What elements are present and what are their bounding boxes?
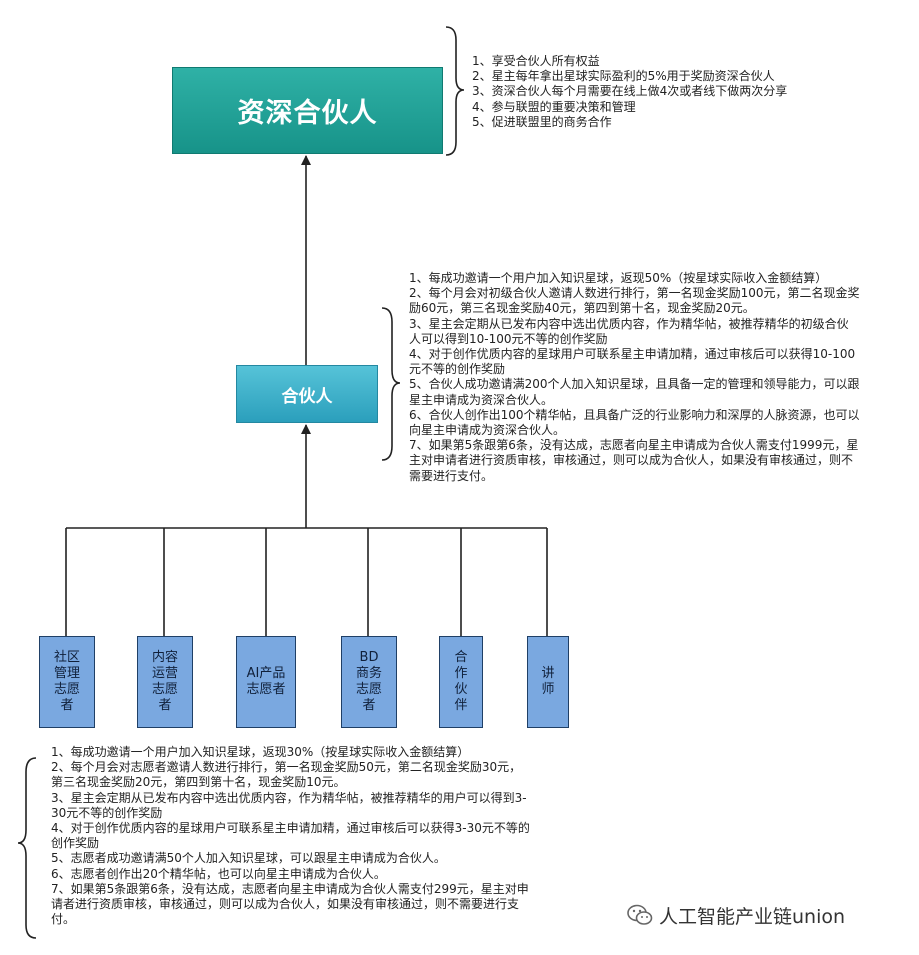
benefit-line: 4、对于创作优质内容的星球用户可联系星主申请加精，通过审核后可以获得3-30元不… bbox=[51, 821, 530, 836]
benefit-line: 30元不等的创作奖励 bbox=[51, 805, 163, 820]
brace-volunteer bbox=[17, 757, 37, 939]
volunteer-label: 内容运营志愿者 bbox=[151, 650, 178, 713]
benefit-line: 7、如果第5条跟第6条，没有达成，志愿者向星主申请成为合伙人需支付299元，星主… bbox=[51, 881, 529, 896]
benefit-line: 3、星主会定期从已发布内容中选出优质内容，作为精华帖，被推荐精华的用户可以得到3… bbox=[51, 790, 527, 805]
volunteer-label: AI产品志愿者 bbox=[246, 666, 286, 697]
benefit-line: 4、参与联盟的重要决策和管理 bbox=[472, 99, 636, 114]
benefit-line: 星主申请成为资深合伙人。 bbox=[409, 392, 554, 407]
benefit-line: 5、合伙人成功邀请满200个人加入知识星球，且具备一定的管理和领导能力，可以跟 bbox=[409, 377, 860, 392]
partner-label: 合伙人 bbox=[281, 386, 333, 407]
benefit-line: 励60元，第三名现金奖励40元，第四到第十名，现金奖励20元。 bbox=[409, 301, 755, 316]
benefit-line: 向星主申请成为资深合伙人。 bbox=[409, 423, 566, 438]
brace-partner bbox=[381, 307, 401, 461]
volunteer-label: BD商务志愿者 bbox=[355, 650, 382, 713]
benefit-line: 主对申请者进行资质审核，审核通过，则可以成为合伙人，如果没有审核通过，则不 bbox=[409, 453, 854, 468]
partner-benefits: 1、每成功邀请一个用户加入知识星球，返现50%（按星球实际收入金额结算） 2、每… bbox=[409, 271, 860, 484]
benefit-line: 3、星主会定期从已发布内容中选出优质内容，作为精华帖，被推荐精华的初级合伙 bbox=[409, 316, 849, 331]
benefit-line: 6、合伙人创作出100个精华帖，且具备广泛的行业影响力和深厚的人脉资源，也可以 bbox=[409, 407, 860, 422]
benefit-line: 5、促进联盟里的商务合作 bbox=[472, 114, 612, 129]
senior-partner-label: 资深合伙人 bbox=[237, 98, 378, 129]
volunteer-label: 讲师 bbox=[541, 666, 555, 697]
volunteer-node-content: 内容运营志愿者 bbox=[137, 636, 193, 728]
benefit-line: 付。 bbox=[51, 912, 76, 927]
benefit-line: 2、每个月会对初级合伙人邀请人数进行排行，第一名现金奖励100元，第二名现金奖 bbox=[409, 286, 860, 301]
volunteer-label: 合作伙伴 bbox=[454, 650, 468, 713]
watermark-text: 人工智能产业链union bbox=[659, 905, 846, 928]
volunteer-node-partner: 合作伙伴 bbox=[439, 636, 483, 728]
benefit-line: 1、每成功邀请一个用户加入知识星球，返现30%（按星球实际收入金额结算） bbox=[51, 745, 470, 759]
volunteer-benefits: 1、每成功邀请一个用户加入知识星球，返现30%（按星球实际收入金额结算） 2、每… bbox=[51, 745, 530, 927]
benefit-line: 元不等的创作奖励 bbox=[409, 362, 506, 377]
senior-partner-node: 资深合伙人 bbox=[172, 67, 443, 154]
volunteer-node-bd: BD商务志愿者 bbox=[341, 636, 397, 728]
benefit-line: 1、每成功邀请一个用户加入知识星球，返现50%（按星球实际收入金额结算） bbox=[409, 271, 828, 285]
benefit-line: 7、如果第5条跟第6条，没有达成，志愿者向星主申请成为合伙人需支付1999元，星 bbox=[409, 438, 859, 453]
senior-partner-benefits: 1、享受合伙人所有权益 2、星主每年拿出星球实际盈利的5%用于奖励资深合伙人 3… bbox=[472, 54, 787, 130]
benefit-line: 3、资深合伙人每个月需要在线上做4次或者线下做两次分享 bbox=[472, 84, 788, 99]
volunteer-node-ai-product: AI产品志愿者 bbox=[236, 636, 296, 728]
wechat-icon bbox=[627, 904, 653, 925]
benefit-line: 人可以得到10-100元不等的创作奖励 bbox=[409, 331, 608, 346]
brace-senior bbox=[445, 26, 465, 156]
benefit-line: 1、享受合伙人所有权益 bbox=[472, 54, 600, 68]
benefit-line: 第三名现金奖励20元，第四到第十名，现金奖励10元。 bbox=[51, 775, 346, 790]
benefit-line: 创作奖励 bbox=[51, 836, 100, 851]
volunteer-node-community: 社区管理志愿者 bbox=[39, 636, 95, 728]
benefit-line: 5、志愿者成功邀请满50个人加入知识星球，可以跟星主申请成为合伙人。 bbox=[51, 851, 446, 866]
benefit-line: 请者进行资质审核，审核通过，则可以成为合伙人，如果没有审核通过，则不需要进行支 bbox=[51, 897, 520, 912]
benefit-line: 4、对于创作优质内容的星球用户可联系星主申请加精，通过审核后可以获得10-100 bbox=[409, 347, 856, 362]
watermark: 人工智能产业链union bbox=[627, 902, 845, 928]
benefit-line: 2、星主每年拿出星球实际盈利的5%用于奖励资深合伙人 bbox=[472, 69, 775, 84]
benefit-line: 6、志愿者创作出20个精华帖，也可以向星主申请成为合伙人。 bbox=[51, 866, 386, 881]
benefit-line: 需要进行支付。 bbox=[409, 468, 494, 483]
partner-node: 合伙人 bbox=[236, 365, 378, 423]
volunteer-node-lecturer: 讲师 bbox=[527, 636, 569, 728]
volunteer-label: 社区管理志愿者 bbox=[53, 650, 80, 713]
benefit-line: 2、每个月会对志愿者邀请人数进行排行，第一名现金奖励50元，第二名现金奖励30元… bbox=[51, 760, 522, 775]
